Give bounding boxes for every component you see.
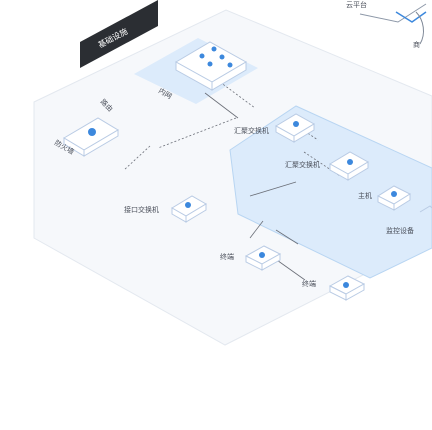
terminal-2-device: 终端: [302, 275, 366, 301]
dist-switch-2-label: 汇聚交换机: [285, 160, 320, 169]
dist-switch-1-device: 汇聚交换机: [234, 113, 315, 143]
core-switch-device: 内网: [157, 41, 248, 101]
monitor-label: 监控设备: [386, 226, 414, 235]
access-switch-label: 接口交换机: [124, 205, 159, 214]
terminal-1-label: 终端: [220, 252, 234, 261]
right-zone: [229, 105, 432, 279]
host-label: 主机: [358, 191, 372, 200]
dist-switch-1-label: 汇聚交换机: [234, 126, 269, 135]
top-right-label: 云平台: [346, 0, 367, 9]
access-switch-device: 接口交换机: [124, 195, 207, 223]
top-right-device: 云平台: [346, 0, 427, 23]
left-router-device: 防火墙 路由: [53, 97, 119, 157]
side-right-device: 商: [413, 11, 424, 49]
monitor-device: 监控设备: [386, 205, 432, 235]
dist-switch-2-device: 汇聚交换机: [285, 151, 369, 181]
side-right-label: 商: [413, 40, 420, 49]
banner: 基础设施: [80, 0, 158, 68]
terminal-1-device: 终端: [220, 245, 282, 271]
host-device: 主机: [358, 185, 412, 211]
terminal-2-label: 终端: [302, 279, 316, 288]
